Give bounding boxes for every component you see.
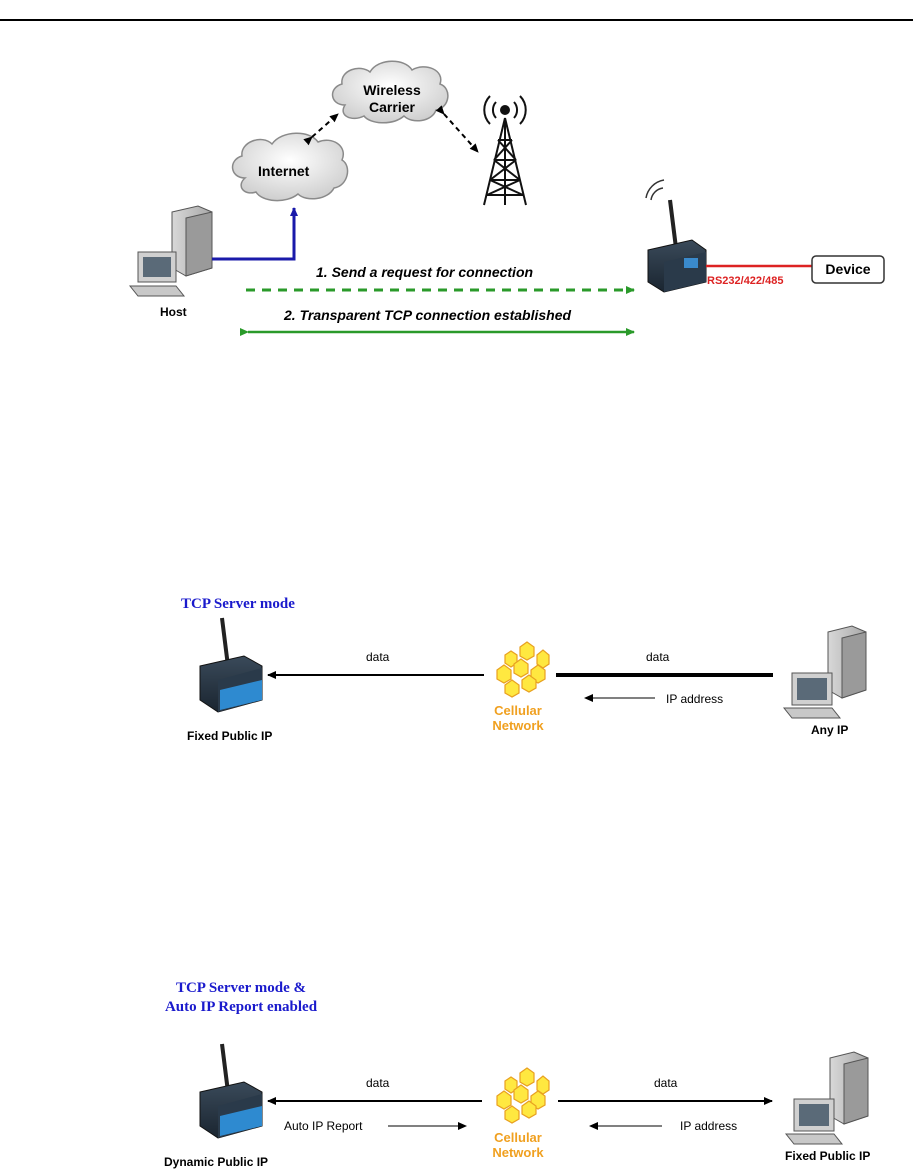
d3-title-line1: TCP Server mode & <box>175 980 307 996</box>
gateway-device-2-icon <box>199 617 263 713</box>
d2-cellular-line1: Cellular <box>494 703 542 718</box>
d3-cellular-network-label: Cellular Network <box>486 1130 550 1160</box>
wireless-carrier-line2: Carrier <box>369 99 415 115</box>
d3-title-line2: Auto IP Report enabled <box>164 999 318 1015</box>
fixed-ip-computer-icon <box>784 1051 869 1145</box>
d2-left-data-label: data <box>366 650 390 664</box>
wireless-carrier-label: Wireless Carrier <box>361 82 423 116</box>
gateway-device-icon <box>645 179 707 293</box>
d2-left-device-label: Fixed Public IP <box>187 729 273 743</box>
d2-cellular-network-label: Cellular Network <box>486 703 550 733</box>
d3-auto-ip-report-label: Auto IP Report <box>284 1119 363 1133</box>
step2-label: 2. Transparent TCP connection establishe… <box>284 307 572 323</box>
d3-left-data-label: data <box>366 1076 390 1090</box>
internet-cloud-icon <box>231 132 349 202</box>
device-box <box>811 255 885 284</box>
d2-cellular-line2: Network <box>492 718 544 733</box>
d3-cellular-line2: Network <box>492 1145 544 1160</box>
d3-title: TCP Server mode & Auto IP Report enabled <box>164 979 318 1017</box>
cell-tower-icon <box>483 95 527 206</box>
cellular-network-icon <box>496 641 550 698</box>
d3-right-device-label: Fixed Public IP <box>785 1149 871 1163</box>
cellular-network-2-icon <box>496 1067 550 1124</box>
step1-label: 1. Send a request for connection <box>316 264 534 280</box>
d2-right-device-label: Any IP <box>811 723 849 737</box>
internet-label: Internet <box>258 163 310 179</box>
d2-ip-address-label: IP address <box>666 692 724 706</box>
host-computer-icon <box>128 205 213 297</box>
d3-right-data-label: data <box>654 1076 678 1090</box>
page-top-rule <box>0 19 913 21</box>
d3-cellular-line1: Cellular <box>494 1130 542 1145</box>
device-label: Device <box>825 261 871 277</box>
gateway-device-3-icon <box>199 1043 263 1139</box>
host-label: Host <box>160 305 187 319</box>
d2-right-data-label: data <box>646 650 670 664</box>
wireless-carrier-line1: Wireless <box>363 82 421 98</box>
d3-left-device-label: Dynamic Public IP <box>164 1155 269 1169</box>
any-ip-computer-icon <box>782 625 867 719</box>
internet-carrier-link <box>303 113 339 146</box>
wireless-carrier-cloud-icon <box>331 60 449 124</box>
d3-ip-address-label: IP address <box>680 1119 738 1133</box>
serial-label: RS232/422/485 <box>707 275 784 287</box>
d2-title: TCP Server mode <box>181 596 295 612</box>
carrier-tower-link <box>435 105 479 153</box>
host-internet-link <box>212 207 298 261</box>
